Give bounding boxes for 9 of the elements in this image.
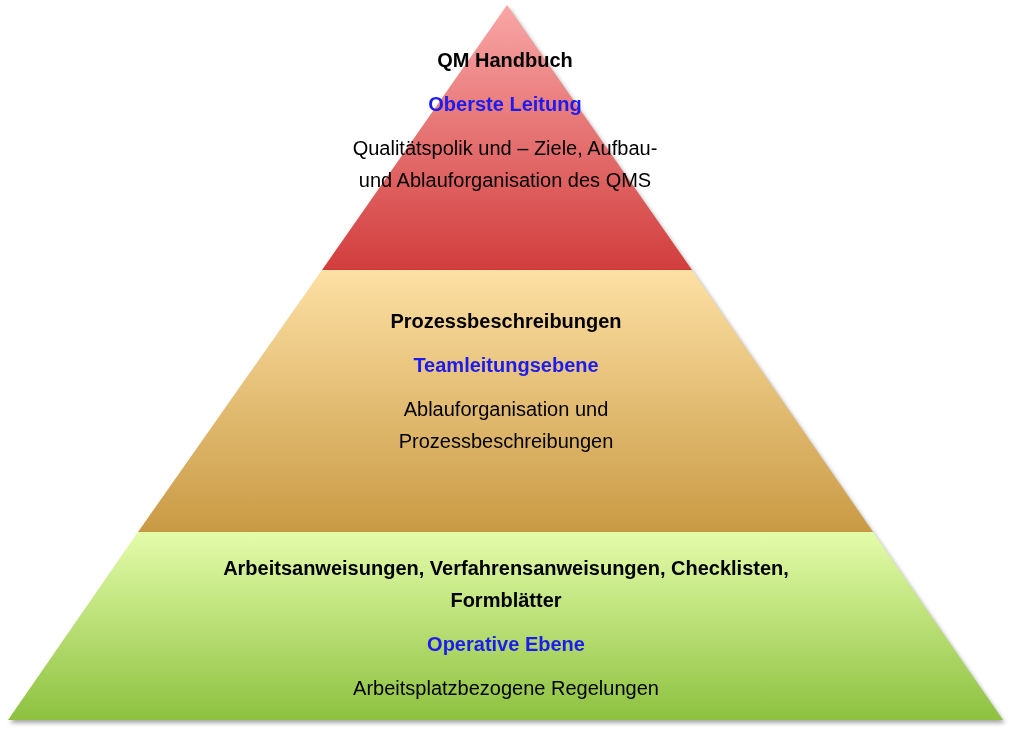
- level-description: Arbeitsplatzbezogene Regelungen: [353, 676, 659, 701]
- level-title: Operative Ebene: [427, 632, 585, 657]
- pyramid-bottom-band: [8, 532, 1004, 722]
- level-heading: QM Handbuch: [437, 48, 573, 73]
- level-heading: Prozessbeschreibungen: [390, 309, 622, 334]
- level-description: Ablauforganisation und Prozessbeschreibungen: [397, 397, 615, 454]
- level-title: Teamleitungsebene: [413, 353, 599, 378]
- level-heading: Arbeitsanweisungen, Verfahrensanweisungen, Checklisten, Formblätter: [222, 556, 790, 613]
- pyramid-middle-band: [138, 270, 874, 532]
